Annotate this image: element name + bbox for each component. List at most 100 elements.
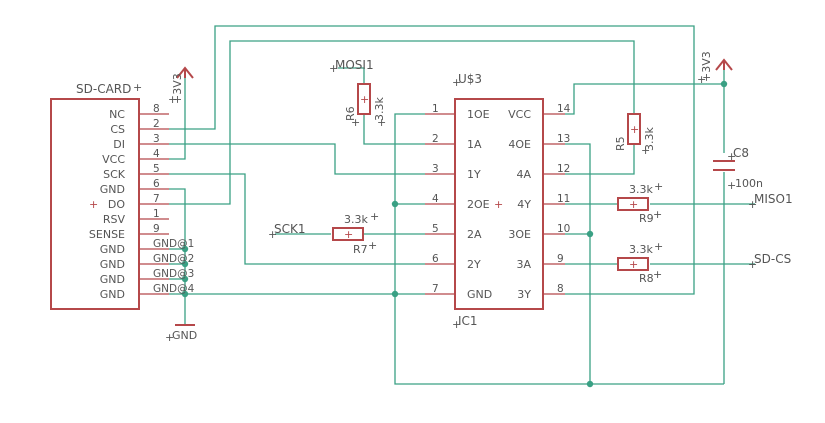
resistor-body — [627, 113, 641, 145]
origin-mark: + — [368, 239, 377, 252]
pin-label: DO — [108, 198, 125, 211]
origin-mark: + — [351, 116, 360, 129]
ground-label: GND — [172, 329, 197, 342]
capacitor-icon — [713, 160, 735, 171]
origin-mark: + — [748, 258, 757, 271]
wire-r6-to-1a — [363, 114, 425, 145]
origin-mark: + — [452, 318, 461, 331]
pin-number: 4 — [153, 148, 160, 160]
origin-mark: + — [89, 198, 98, 211]
resistor-body — [332, 227, 364, 241]
origin-mark: + — [370, 210, 379, 223]
wire-vcc-ic — [565, 83, 724, 115]
pin-label: 2Y — [467, 258, 481, 271]
origin-mark: + — [452, 76, 461, 89]
power-arrow-icon — [715, 58, 733, 71]
resistor-r5: + R5 3.3k + — [614, 113, 656, 157]
pin-label: 4Y — [517, 198, 531, 211]
pin-label: GND — [100, 183, 125, 196]
wire-do-net — [169, 40, 635, 205]
net-label-mosi: MOSI1 — [335, 58, 374, 72]
wire-r5-to-4a — [565, 144, 635, 175]
resistor-plus: + — [360, 93, 369, 106]
pin-number: 9 — [153, 223, 160, 235]
pin-label: VCC — [508, 108, 531, 121]
pin-number: GND@3 — [153, 268, 194, 280]
power-symbol-cap: +3V3 + — [697, 51, 733, 86]
pin-label: RSV — [103, 213, 126, 226]
pin-number: GND@4 — [153, 283, 195, 295]
junction-dot — [720, 80, 728, 88]
wire-4oe-3oe — [565, 143, 591, 384]
pin-label: 1Y — [467, 168, 481, 181]
power-label: +3V3 — [700, 51, 713, 82]
pin-number: 3 — [153, 133, 160, 145]
pin-label: 1A — [467, 138, 482, 151]
power-arrow-icon — [176, 66, 194, 79]
resistor-r8: + 3.3k + R8 + — [617, 240, 663, 285]
resistor-plus: + — [629, 198, 638, 211]
origin-mark: + — [494, 198, 503, 211]
origin-mark: + — [654, 240, 663, 253]
junction-dot — [586, 380, 594, 388]
pin-label: GND — [467, 288, 492, 301]
pin-number: 2 — [432, 133, 439, 145]
junction-dot — [181, 245, 189, 253]
wires — [169, 25, 755, 385]
pin-number: 1 — [432, 103, 439, 115]
ic-name: U$3 — [458, 72, 482, 86]
pin-number: GND@1 — [153, 238, 194, 250]
pin-label: VCC — [102, 153, 125, 166]
resistor-value: 3.3k — [643, 127, 656, 151]
resistor-plus: + — [630, 123, 639, 136]
pin-label: 4OE — [508, 138, 531, 151]
pin-number: 2 — [153, 118, 160, 130]
junction-dot — [181, 290, 189, 298]
pin-number: 4 — [432, 193, 439, 205]
pin-number: 1 — [153, 208, 160, 220]
pin-label: DI — [113, 138, 125, 151]
origin-mark: + — [133, 81, 142, 94]
junctions — [181, 80, 728, 388]
pin-number: 7 — [432, 283, 439, 295]
pin-label: 2OE — [467, 198, 490, 211]
resistor-r9: + 3.3k + R9 + — [617, 180, 663, 225]
net-label-sck: SCK1 — [274, 222, 306, 236]
wire-1oe-net — [394, 113, 724, 385]
pin-number: 13 — [557, 133, 570, 145]
wire-di-net — [169, 143, 425, 175]
resistor-ref: R8 — [639, 272, 654, 285]
pin-label: CS — [110, 123, 125, 136]
pin-number: 6 — [153, 178, 160, 190]
junction-dot — [181, 275, 189, 283]
pin-label: SCK — [103, 168, 126, 181]
wire-cs-net — [169, 25, 695, 295]
junction-dot — [181, 260, 189, 268]
origin-mark: + — [748, 198, 757, 211]
origin-mark: + — [168, 93, 177, 106]
origin-mark: + — [653, 208, 662, 221]
pin-number: 5 — [153, 163, 160, 175]
resistor-body — [357, 83, 371, 115]
resistor-ref: R6 — [344, 106, 357, 121]
origin-mark: + — [727, 150, 736, 163]
power-symbol-sd: +3V3 + — [168, 66, 194, 106]
capacitor-c8: + C8 + 100n — [713, 146, 763, 192]
capacitor-value: 100n — [735, 177, 763, 190]
resistor-value: 3.3k — [344, 213, 368, 226]
junction-dot — [586, 230, 594, 238]
pin-number: 9 — [557, 253, 564, 265]
origin-mark: + — [653, 268, 662, 281]
capacitor-ref: C8 — [733, 146, 749, 160]
pin-label: GND — [100, 288, 125, 301]
pin-label: 1OE — [467, 108, 490, 121]
pin-number: 12 — [557, 163, 570, 175]
origin-mark: + — [641, 144, 650, 157]
origin-mark: + — [377, 116, 386, 129]
pin-label: GND — [100, 243, 125, 256]
origin-mark: + — [165, 331, 174, 344]
pin-number: 8 — [557, 283, 564, 295]
